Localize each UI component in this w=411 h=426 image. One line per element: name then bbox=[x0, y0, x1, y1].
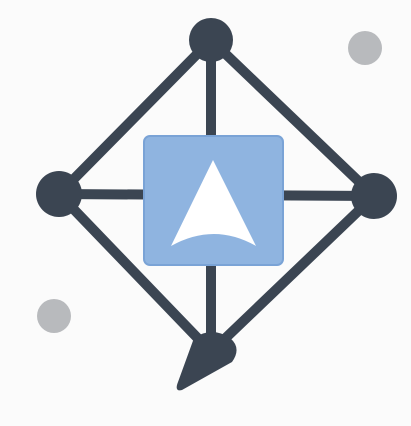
decorative-dot-icon-top-right bbox=[348, 31, 382, 65]
edge-top-right bbox=[206, 35, 379, 201]
network-node-icon-bottom bbox=[176, 332, 237, 391]
network-node-icon-left bbox=[36, 171, 82, 217]
edge-right-bottom bbox=[206, 191, 379, 357]
edge-top-left bbox=[54, 35, 216, 199]
network-node-icon-right bbox=[351, 173, 397, 219]
edge-left-bottom bbox=[54, 189, 216, 357]
network-node-icon-top bbox=[189, 18, 233, 62]
decorative-dot-icon-bottom-left bbox=[37, 299, 71, 333]
navigation-arrow-icon bbox=[171, 160, 256, 246]
diamond-edges bbox=[54, 35, 379, 357]
